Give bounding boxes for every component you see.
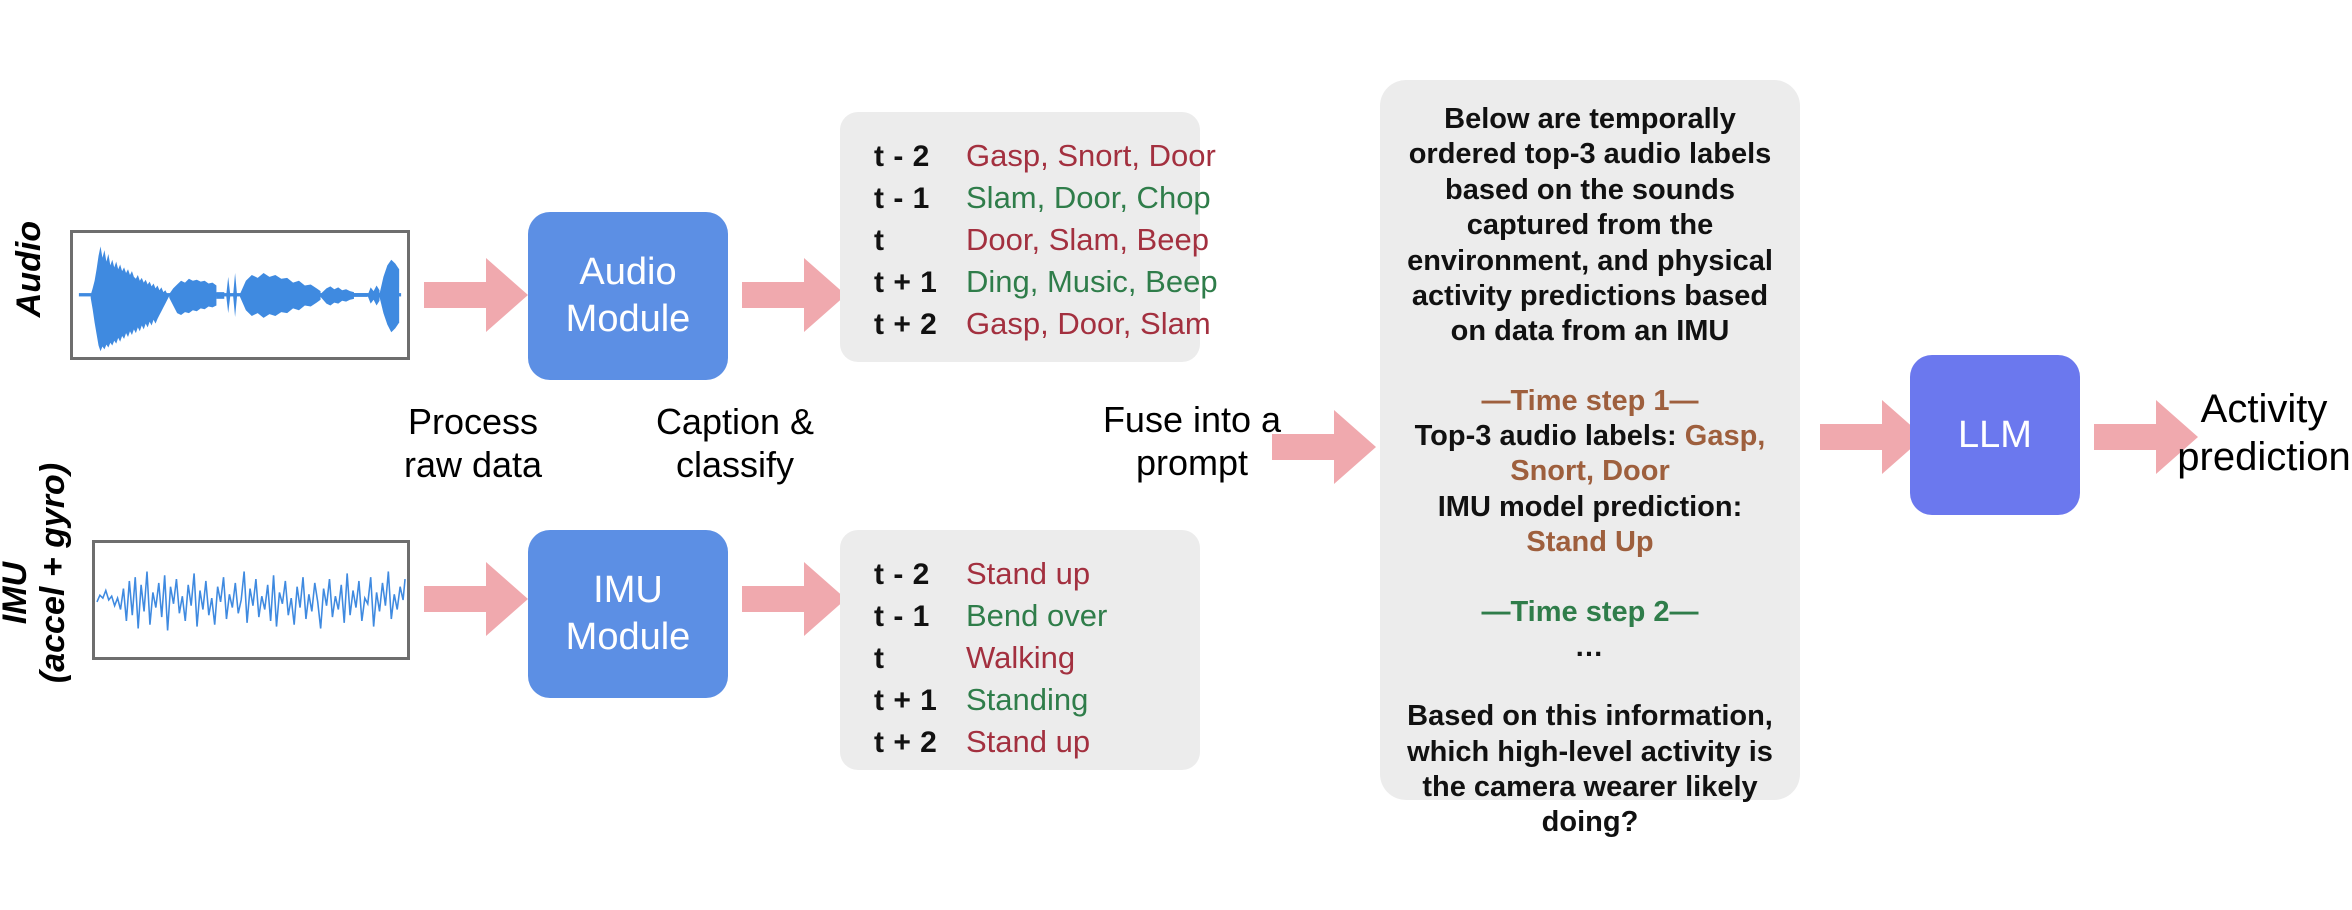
prompt-imu-line: IMU model prediction: Stand Up: [1406, 490, 1774, 561]
arrow-prompt-to-llm: [1820, 400, 1924, 474]
prompt-timestep2-header: —Time step 2—: [1481, 595, 1699, 628]
imu-stream-label: IMU (accel + gyro): [0, 462, 72, 684]
prompt-audio-line: Top-3 audio labels: Gasp, Snort, Door: [1406, 419, 1774, 490]
audio-stream-label-text: Audio: [9, 220, 48, 318]
arrow-audio-module-to-labels: [742, 258, 846, 332]
caption-fuse-line2: prompt: [1135, 442, 1249, 484]
imu-label-value: Standing: [966, 682, 1089, 717]
table-row: t + 2 Gasp, Door, Slam: [874, 306, 1211, 342]
timestep-label: t - 1: [874, 600, 930, 633]
table-row: t Door, Slam, Beep: [874, 222, 1209, 258]
prompt-spacer-2: [1406, 561, 1774, 595]
imu-module-label-line2: Module: [565, 616, 691, 658]
output-line1: Activity: [2200, 387, 2328, 431]
caption-process-line2: raw data: [403, 444, 543, 486]
table-row: t + 2 Stand up: [874, 724, 1170, 760]
audio-label-value: Gasp, Snort, Door: [966, 138, 1216, 173]
output-line2: prediction: [2177, 435, 2351, 479]
audio-label-value: Slam, Door, Chop: [966, 180, 1211, 215]
arrow-imu-to-module: [424, 562, 528, 636]
caption-process-line1: Process: [407, 401, 539, 442]
audio-module-box[interactable]: Audio Module: [528, 212, 728, 380]
imu-label-value: Stand up: [966, 724, 1091, 759]
timestep-label: t + 2: [874, 308, 938, 341]
caption-fuse-line1: Fuse into a: [1102, 399, 1282, 440]
imu-signal-panel: [92, 540, 410, 660]
audio-label-value: Door, Slam, Beep: [966, 222, 1209, 257]
prompt-ellipsis: …: [1574, 630, 1606, 663]
audio-label-value: Gasp, Door, Slam: [966, 306, 1211, 341]
audio-waveform-panel: [70, 230, 410, 360]
arrow-fuse-to-prompt: [1272, 410, 1376, 484]
timestep-label: t + 1: [874, 684, 938, 717]
table-row: t + 1 Ding, Music, Beep: [874, 264, 1218, 300]
prompt-question-text: Based on this information, which high-le…: [1407, 700, 1773, 839]
prompt-intro-text: Below are temporally ordered top-3 audio…: [1407, 103, 1773, 348]
audio-labels-card: t - 2 Gasp, Snort, Door t - 1 Slam, Door…: [840, 112, 1218, 362]
llm-box[interactable]: LLM: [1910, 355, 2080, 515]
table-row: t - 1 Slam, Door, Chop: [874, 180, 1211, 216]
arrow-imu-module-to-labels: [742, 562, 846, 636]
caption-fuse-into-prompt: Fuse into a prompt: [1072, 398, 1312, 484]
prompt-audio-prefix: Top-3 audio labels:: [1414, 420, 1685, 452]
prompt-spacer-3: [1406, 665, 1774, 699]
caption-classify-line1: Caption &: [655, 401, 815, 442]
imu-module-label-line1: IMU: [593, 568, 663, 611]
caption-process-raw-data: Process raw data: [358, 400, 588, 486]
arrow-audio-to-module: [424, 258, 528, 332]
prompt-timestep1-header: —Time step 1—: [1481, 384, 1699, 417]
prompt-spacer-1: [1406, 350, 1774, 384]
audio-label-value: Ding, Music, Beep: [966, 264, 1218, 299]
timestep-label: t + 2: [874, 726, 938, 759]
audio-stream-label: Audio: [10, 214, 48, 324]
imu-label-value: Bend over: [966, 598, 1108, 633]
audio-module-label-line1: Audio: [579, 250, 677, 293]
imu-stream-label-line2: (accel + gyro): [34, 462, 72, 684]
prompt-imu-prefix: IMU model prediction:: [1437, 490, 1743, 523]
timestep-label: t: [874, 224, 885, 257]
imu-label-value: Stand up: [966, 556, 1091, 591]
prompt-audio-values: Gasp, Snort, Door: [1510, 420, 1766, 488]
audio-waveform-icon: [78, 246, 402, 352]
table-row: t + 1 Standing: [874, 682, 1170, 718]
fused-prompt-card: Below are temporally ordered top-3 audio…: [1380, 80, 1800, 838]
timestep-label: t - 2: [874, 140, 930, 173]
table-row: t - 2 Gasp, Snort, Door: [874, 138, 1216, 174]
timestep-label: t - 2: [874, 558, 930, 591]
timestep-label: t - 1: [874, 182, 930, 215]
caption-classify-line2: classify: [675, 444, 795, 486]
activity-prediction-output: Activity prediction: [2176, 385, 2352, 481]
arrow-llm-to-output: [2094, 400, 2198, 474]
table-row: t - 2 Stand up: [874, 556, 1170, 592]
audio-module-label-line2: Module: [565, 298, 691, 340]
imu-stream-label-line1: IMU: [0, 561, 34, 625]
imu-module-box[interactable]: IMU Module: [528, 530, 728, 698]
prompt-imu-value: Stand Up: [1526, 526, 1654, 559]
timestep-label: t: [874, 642, 885, 675]
imu-labels-card: t - 2 Stand up t - 1 Bend over t Walking…: [840, 530, 1200, 770]
timestep-label: t + 1: [874, 266, 938, 299]
llm-label: LLM: [1958, 413, 2032, 456]
table-row: t Walking: [874, 640, 1170, 676]
imu-label-value: Walking: [966, 640, 1076, 675]
table-row: t - 1 Bend over: [874, 598, 1170, 634]
caption-caption-classify: Caption & classify: [620, 400, 850, 486]
imu-signal-plot-icon: [96, 571, 406, 631]
